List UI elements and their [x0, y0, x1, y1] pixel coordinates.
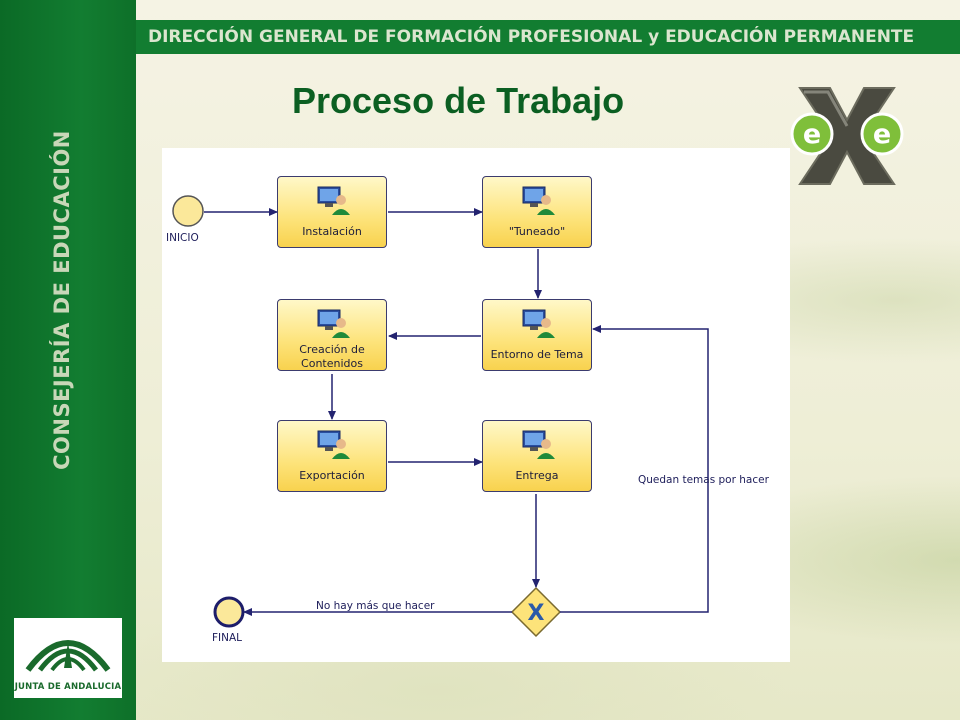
- junta-arches-icon: [25, 640, 111, 672]
- exe-logo-icon: e e: [790, 87, 904, 185]
- start-event-label: INICIO: [166, 232, 199, 244]
- user-computer-icon: [317, 309, 350, 338]
- loop-flow-label: Quedan temas por hacer: [638, 474, 769, 486]
- exe-logo-letter: e: [803, 119, 821, 150]
- task-exportacion: Exportación: [277, 420, 387, 492]
- end-event: [213, 596, 245, 628]
- task-label: "Tuneado": [508, 225, 566, 238]
- start-event: [172, 195, 204, 227]
- exe-logo-letter: e: [873, 119, 891, 150]
- gateway-x-icon: X: [528, 601, 545, 626]
- junta-andalucia-logo: JUNTA DE ANDALUCIA: [14, 618, 122, 698]
- task-creacion-de-contenidos: Creación de Contenidos: [277, 299, 387, 371]
- end-event-label: FINAL: [212, 632, 243, 644]
- sidebar-vertical-title: CONSEJERÍA DE EDUCACIÓN: [50, 130, 74, 470]
- task-tuneado: "Tuneado": [482, 176, 592, 248]
- junta-logo-text: JUNTA DE ANDALUCIA: [14, 682, 122, 692]
- header-bar: DIRECCIÓN GENERAL DE FORMACIÓN PROFESION…: [136, 20, 960, 54]
- user-computer-icon: [522, 430, 555, 459]
- process-diagram: X INICIO FINAL Quedan temas por hacer No…: [162, 148, 790, 662]
- user-computer-icon: [317, 186, 350, 215]
- task-label: Instalación: [302, 225, 362, 238]
- user-computer-icon: [522, 309, 555, 338]
- user-computer-icon: [522, 186, 555, 215]
- flow-gateway-loop: [560, 325, 709, 613]
- exclusive-gateway: [510, 586, 562, 638]
- user-computer-icon: [317, 430, 350, 459]
- sidebar: CONSEJERÍA DE EDUCACIÓN JUNTA DE ANDALUC…: [0, 0, 136, 720]
- task-label: Exportación: [299, 469, 365, 482]
- header-organization: DIRECCIÓN GENERAL DE FORMACIÓN PROFESION…: [148, 27, 915, 47]
- diagram-connectors: X: [172, 195, 709, 638]
- task-label-line1: Creación de: [299, 343, 365, 356]
- task-label: Entorno de Tema: [490, 348, 584, 361]
- task-entorno-de-tema: Entorno de Tema: [482, 299, 592, 371]
- page-title: Proceso de Trabajo: [292, 80, 625, 121]
- exit-flow-label: No hay más que hacer: [316, 600, 435, 612]
- task-entrega: Entrega: [482, 420, 592, 492]
- task-label-line2: Contenidos: [301, 357, 363, 370]
- task-instalacion: Instalación: [277, 176, 387, 248]
- task-label: Entrega: [515, 469, 559, 482]
